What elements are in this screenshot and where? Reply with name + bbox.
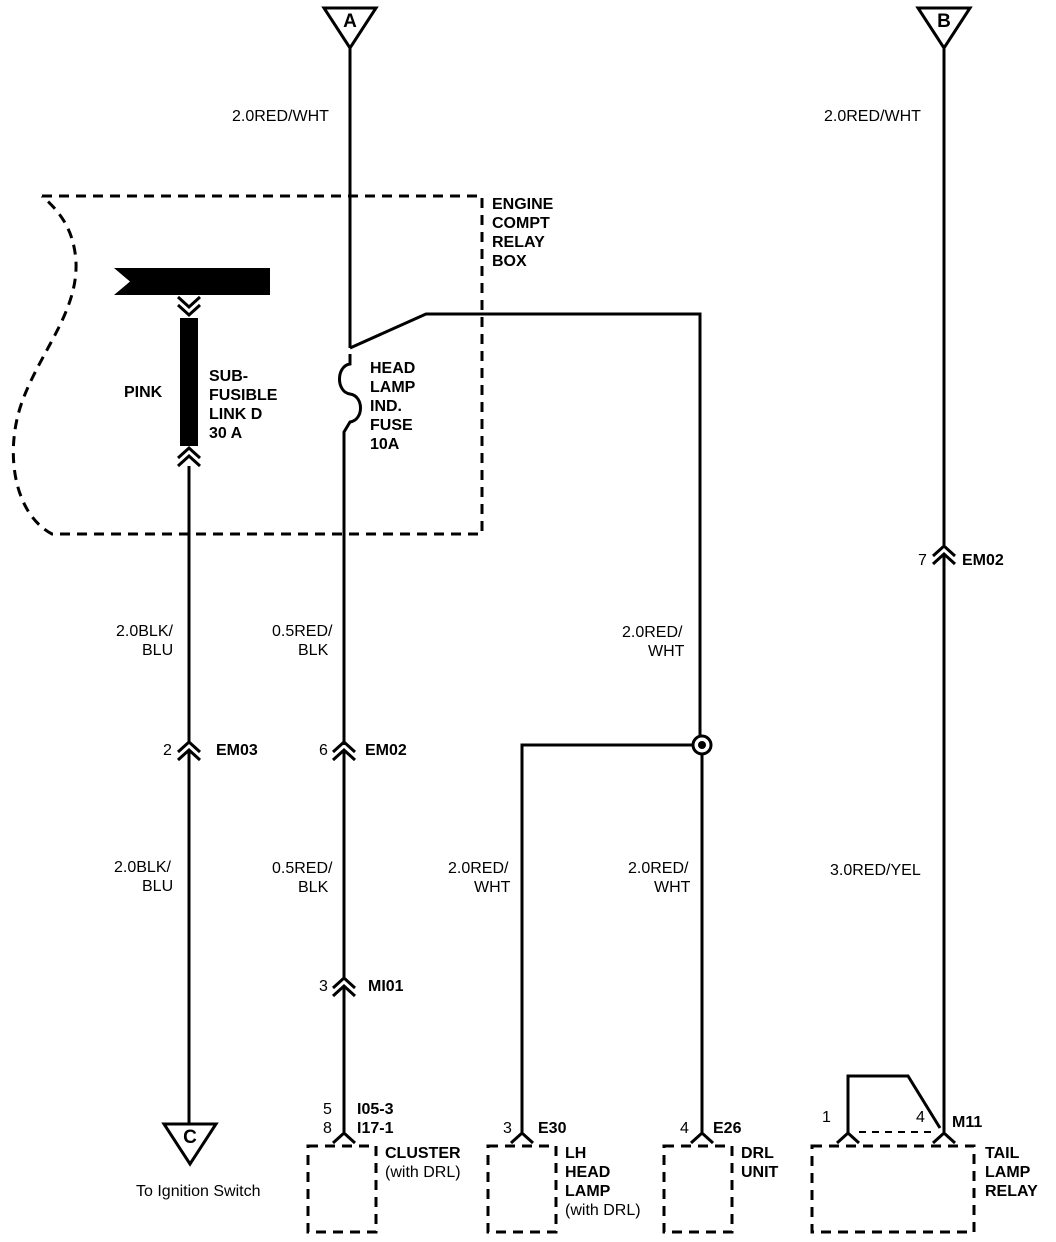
link-label-2: FUSIBLE — [209, 387, 278, 404]
relay-out-label-2: WHT — [648, 643, 685, 660]
lh-lamp-label-4: (with DRL) — [565, 1202, 641, 1219]
em02-left-pin: 6 — [319, 742, 328, 759]
drl-unit-label-2: UNIT — [741, 1164, 779, 1181]
wire-a-label: 2.0RED/WHT — [232, 108, 329, 125]
fuse-label-5: 10A — [370, 436, 400, 453]
fuse-label-4: FUSE — [370, 417, 413, 434]
link-top-connector — [176, 295, 202, 318]
drl-unit-pin: 4 — [680, 1120, 689, 1137]
lh-lamp-pin: 3 — [503, 1120, 512, 1137]
tail-relay-label-2: LAMP — [985, 1164, 1031, 1181]
connector-a: A — [321, 6, 379, 51]
drl-unit-terminal — [689, 1130, 715, 1145]
fuse-lower-label-1: 0.5RED/ — [272, 860, 333, 877]
tail-relay-box — [810, 1144, 976, 1234]
em02-right-pin: 7 — [918, 552, 927, 569]
fuse-upper-label-2: BLK — [298, 642, 329, 659]
relay-box-outline — [11, 194, 484, 536]
connector-b-label: B — [937, 11, 951, 32]
cluster-conn-1: I05-3 — [357, 1101, 394, 1118]
lh-lamp-label-2: HEAD — [565, 1164, 610, 1181]
mi01-name: MI01 — [368, 978, 404, 995]
lh-lamp-label-3: LAMP — [565, 1183, 611, 1200]
drl-wire-label-2: WHT — [654, 879, 691, 896]
fuse-lower-label-2: BLK — [298, 879, 329, 896]
link-lower-label-1: 2.0BLK/ — [114, 859, 171, 876]
relay-box-label-4: BOX — [492, 253, 527, 270]
ignition-switch-note: To Ignition Switch — [136, 1183, 261, 1200]
drl-unit-label-1: DRL — [741, 1145, 774, 1162]
cluster-box — [306, 1144, 378, 1234]
connector-b: B — [915, 6, 973, 51]
drl-unit-box — [662, 1144, 734, 1234]
link-upper-label-1: 2.0BLK/ — [116, 623, 173, 640]
lh-lamp-terminal — [509, 1130, 535, 1145]
tail-relay-pin-1: 1 — [822, 1109, 831, 1126]
relay-out-label-1: 2.0RED/ — [622, 624, 683, 641]
tail-relay-contact — [846, 1074, 942, 1133]
tail-relay-conn: M11 — [952, 1114, 982, 1131]
em03-name: EM03 — [216, 742, 258, 759]
em03-pin: 2 — [163, 742, 172, 759]
fuse-label-3: IND. — [370, 398, 402, 415]
cluster-pin-1: 5 — [323, 1101, 332, 1118]
link-label-3: LINK D — [209, 406, 262, 423]
link-upper-label-2: BLU — [142, 642, 173, 659]
bus-bar — [114, 268, 270, 295]
tail-relay-pin-4: 4 — [916, 1109, 925, 1126]
drl-unit-conn: E26 — [713, 1120, 742, 1137]
relay-box-label-3: RELAY — [492, 234, 545, 251]
cluster-terminal — [331, 1130, 357, 1145]
tail-wire-label: 3.0RED/YEL — [830, 862, 921, 879]
fuse-upper-label-1: 0.5RED/ — [272, 623, 333, 640]
tail-relay-label-1: TAIL — [985, 1145, 1020, 1162]
drl-wire-label-1: 2.0RED/ — [628, 860, 689, 877]
fuse-label-2: LAMP — [370, 379, 416, 396]
lh-wire-label-1: 2.0RED/ — [448, 860, 509, 877]
relay-box-label-1: ENGINE — [492, 196, 554, 213]
tail-relay-terminal-1 — [835, 1130, 861, 1145]
em02-right-name: EM02 — [962, 552, 1004, 569]
relay-contact — [349, 312, 702, 745]
relay-box-label-2: COMPT — [492, 215, 550, 232]
tail-relay-label-3: RELAY — [985, 1183, 1038, 1200]
lh-wire-label-2: WHT — [474, 879, 511, 896]
link-color-label: PINK — [124, 384, 163, 401]
lh-lamp-label-1: LH — [565, 1145, 586, 1162]
connector-c: C — [161, 1122, 219, 1167]
wire-b-label: 2.0RED/WHT — [824, 108, 921, 125]
cluster-label-1: CLUSTER — [385, 1145, 461, 1162]
connector-a-label: A — [343, 11, 357, 32]
connector-c-label: C — [183, 1127, 197, 1148]
tail-relay-terminal-4 — [931, 1130, 957, 1145]
link-label-4: 30 A — [209, 425, 243, 442]
sub-fusible-link — [180, 318, 198, 446]
cluster-label-2: (with DRL) — [385, 1164, 461, 1181]
link-bottom-connector — [176, 445, 202, 468]
head-lamp-fuse — [338, 354, 362, 745]
lh-lamp-box — [486, 1144, 558, 1234]
em02-left-name: EM02 — [365, 742, 407, 759]
lh-lamp-conn: E30 — [538, 1120, 567, 1137]
mi01-pin: 3 — [319, 978, 328, 995]
link-lower-label-2: BLU — [142, 878, 173, 895]
link-label-1: SUB- — [209, 368, 248, 385]
cluster-pin-2: 8 — [323, 1120, 332, 1137]
fuse-label-1: HEAD — [370, 360, 415, 377]
wire-lh-lamp — [520, 743, 693, 1132]
cluster-conn-2: I17-1 — [357, 1120, 394, 1137]
